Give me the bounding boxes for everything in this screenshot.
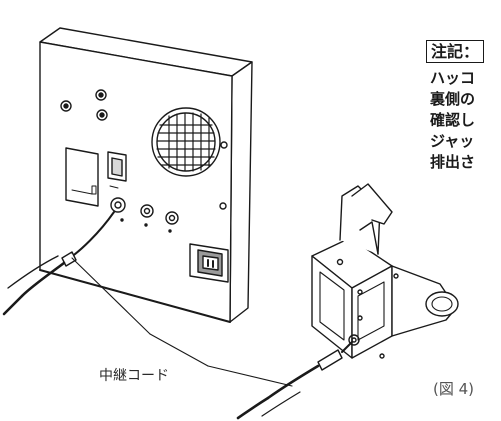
fan-grille [151, 107, 221, 177]
note-line: 裏側の [430, 90, 476, 108]
control-unit [39, 27, 253, 323]
relay-cord-label: 中継コード [99, 368, 169, 384]
cord-leader-lines [71, 257, 293, 387]
power-switch [107, 151, 127, 189]
note-line: 排出さ [430, 153, 476, 171]
power-inlet [189, 243, 229, 283]
output-jacks [110, 197, 179, 233]
relay-cord-left [2, 211, 115, 316]
side-plate [65, 147, 99, 207]
note-body: ハッコ 裏側の 確認し ジャッ 排出さ [430, 68, 475, 173]
panel-screws [60, 89, 228, 210]
note-line: ジャッ [430, 132, 475, 150]
note-heading: 注記： [426, 40, 485, 63]
figure-number: (図 4) [433, 380, 475, 398]
relay-cord-right [236, 341, 353, 420]
note-line: 確認し [430, 111, 476, 129]
iron-holder [311, 183, 459, 359]
note-line: ハッコ [430, 69, 476, 87]
